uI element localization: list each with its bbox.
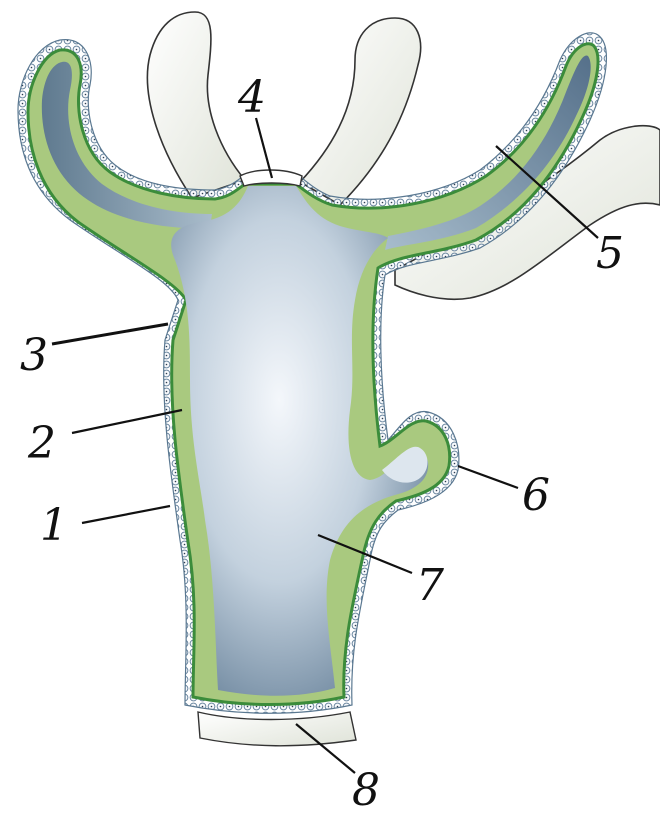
label-5: 5 bbox=[596, 228, 624, 279]
back-tentacle-middle bbox=[300, 18, 421, 205]
label-3: 3 bbox=[20, 330, 48, 381]
leader-line-6 bbox=[458, 466, 518, 488]
leader-line-3 bbox=[52, 324, 168, 344]
label-8: 8 bbox=[352, 765, 380, 815]
label-6: 6 bbox=[522, 470, 550, 521]
leader-line-4 bbox=[256, 118, 272, 178]
foot-disc bbox=[198, 712, 356, 746]
back-tentacle-left bbox=[147, 12, 245, 198]
label-7: 7 bbox=[416, 560, 444, 611]
label-2: 2 bbox=[27, 418, 56, 469]
label-4: 4 bbox=[237, 72, 266, 123]
label-1: 1 bbox=[40, 500, 68, 551]
leader-line-1 bbox=[82, 506, 170, 523]
